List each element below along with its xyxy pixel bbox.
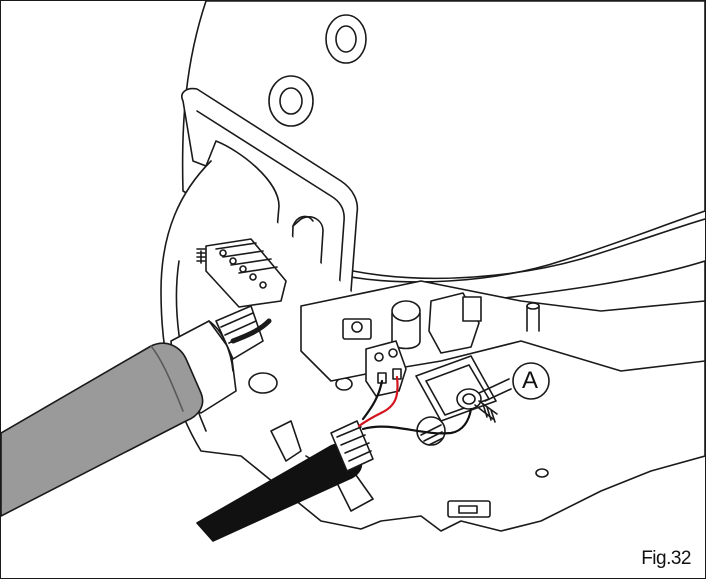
black-wire-earth xyxy=(361,407,473,435)
housing-cover-rim xyxy=(352,218,705,280)
cable-clamp xyxy=(330,420,374,472)
callout-a-label: A xyxy=(522,367,539,394)
two-pin-terminal xyxy=(365,340,407,397)
red-wire xyxy=(357,375,399,428)
grey-conduit xyxy=(1,342,204,517)
capacitor xyxy=(391,300,421,350)
push-button xyxy=(342,318,372,340)
internal-wires xyxy=(230,318,272,344)
spring-pin xyxy=(196,248,206,264)
earth-screw xyxy=(456,388,498,423)
small-connector xyxy=(462,296,482,322)
black-wire-terminal xyxy=(361,379,384,421)
plate-hole-left xyxy=(248,372,278,394)
cover-hole-middle xyxy=(268,75,314,127)
cover-hole-top xyxy=(325,14,367,64)
plate-notch xyxy=(447,500,491,518)
plate-hole-bottom xyxy=(535,468,549,478)
figure-label: Fig.32 xyxy=(641,548,691,569)
terminal-block-main xyxy=(205,238,287,308)
callout-a-leader xyxy=(478,362,550,402)
standoff-post xyxy=(526,302,540,332)
